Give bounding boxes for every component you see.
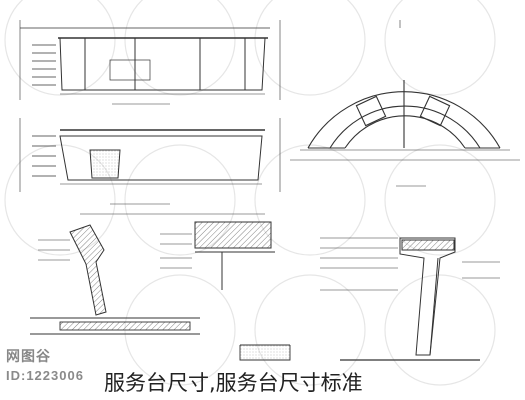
section-detail-left	[38, 224, 107, 316]
image-caption: 服务台尺寸,服务台尺寸标准	[104, 371, 363, 395]
watermark-circles	[4, 0, 496, 386]
section-detail-mid	[160, 221, 275, 290]
bottom-detail	[30, 317, 291, 361]
front-elevation-top	[19, 20, 281, 105]
watermark-id: ID:1223006	[6, 368, 84, 383]
plan-view-arc	[290, 20, 520, 187]
side-section-right	[320, 237, 500, 361]
watermark-brand: 网图谷	[6, 348, 51, 364]
front-elevation-mid	[19, 118, 281, 215]
